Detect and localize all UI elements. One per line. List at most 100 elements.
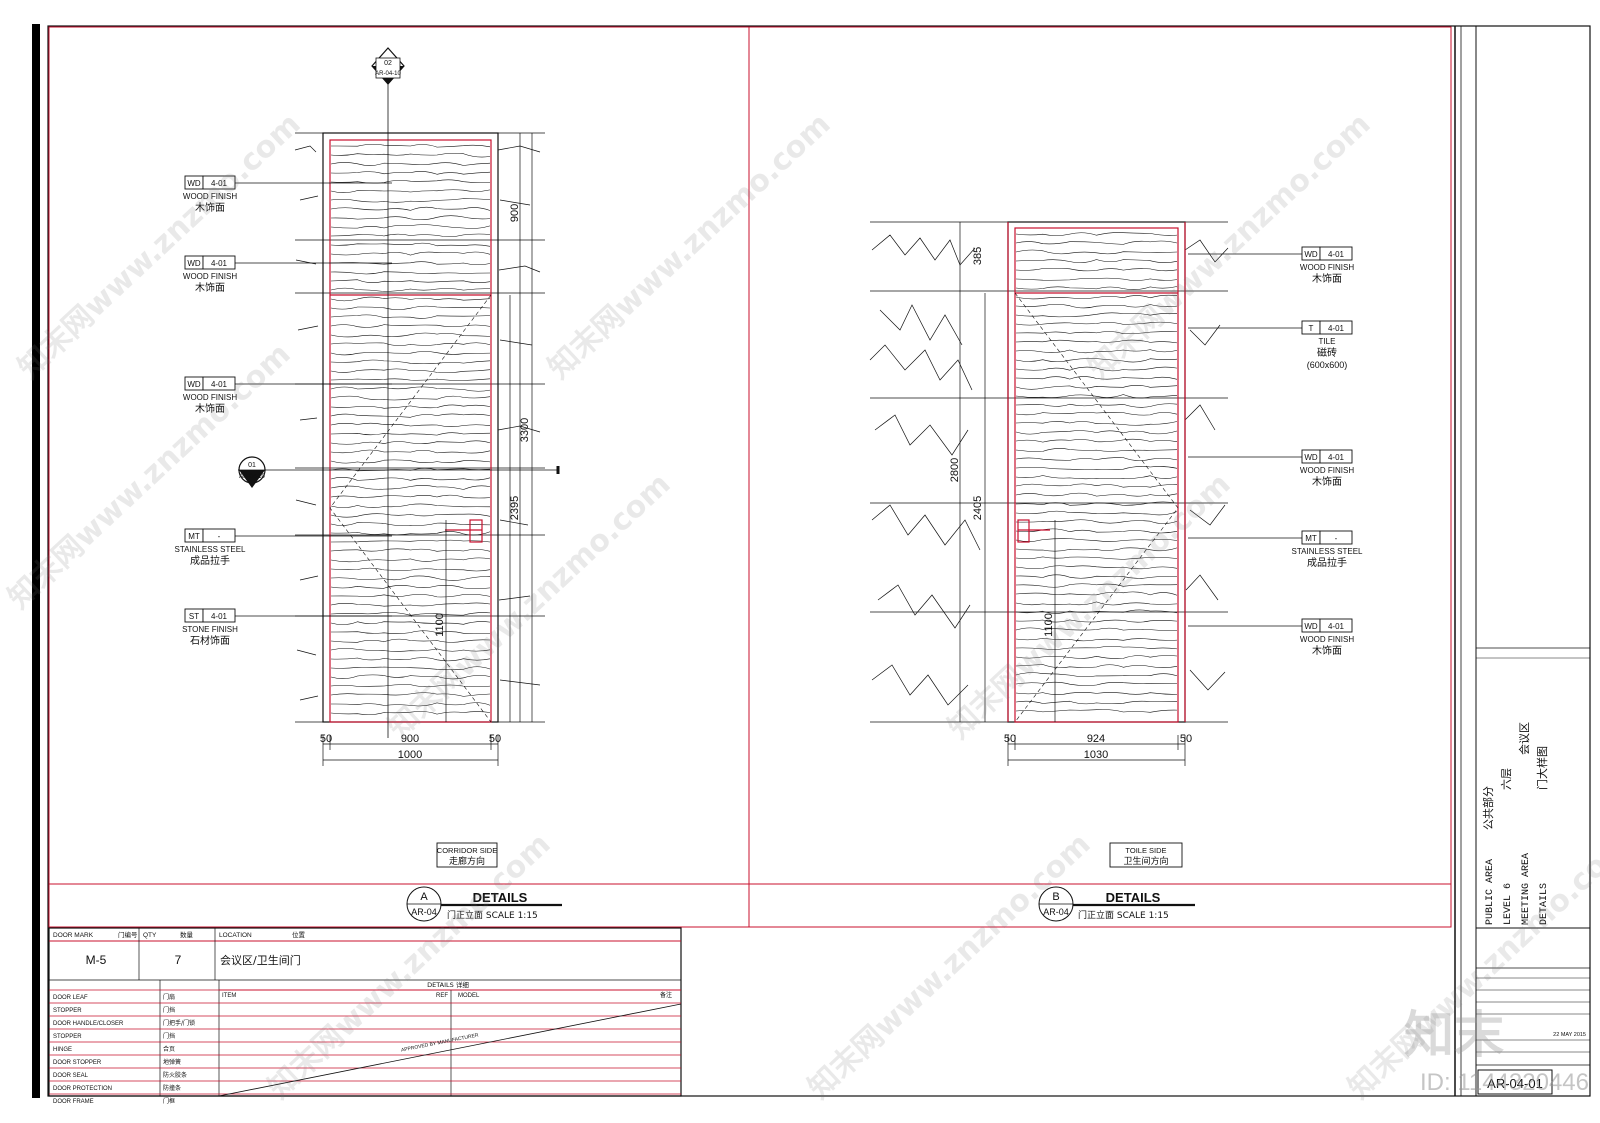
svg-text:01: 01 — [248, 462, 256, 469]
svg-text:木饰面: 木饰面 — [1312, 272, 1342, 285]
svg-text:AR-04: AR-04 — [411, 907, 437, 917]
tb-project-cn-2: 六层 — [1500, 768, 1513, 790]
svg-text:WOOD FINISH: WOOD FINISH — [183, 272, 237, 281]
dim-side-left-a: 50 — [320, 733, 332, 745]
svg-text:ITEM: ITEM — [222, 993, 236, 999]
dim-side-right-b: 50 — [1180, 733, 1192, 745]
dim-side-right-a: 50 — [489, 733, 501, 745]
svg-text:知末网www.znzmo.com: 知末网www.znzmo.com — [802, 827, 1098, 1106]
tb-project-en-1: PUBLIC AREA — [1485, 859, 1496, 925]
schedule-row-cn: 门框 — [163, 1097, 175, 1105]
dim-total-height-a: 3300 — [519, 418, 531, 442]
svg-text:木饰面: 木饰面 — [195, 402, 225, 415]
svg-text:MT: MT — [1305, 534, 1317, 543]
tb-project-cn-3: 会议区 — [1518, 722, 1531, 755]
svg-text:备注: 备注 — [660, 991, 672, 999]
svg-text:WOOD FINISH: WOOD FINISH — [183, 393, 237, 402]
approval-stamp: APPROVED BY MANUFACTURER — [401, 1032, 480, 1053]
schedule-row-en: DOOR STOPPER — [53, 1060, 102, 1066]
watermark-id: ID: 1144320446 — [1420, 1069, 1589, 1096]
svg-text:WOOD FINISH: WOOD FINISH — [1300, 635, 1354, 644]
svg-text:4-01: 4-01 — [211, 612, 228, 621]
svg-text:WD: WD — [187, 259, 201, 268]
side-label-cn-b: 卫生间方向 — [1123, 855, 1168, 867]
tb-project-en-4: DETAILS — [1539, 883, 1550, 925]
schedule-row-en: STOPPER — [53, 1034, 82, 1040]
svg-text:木饰面: 木饰面 — [1312, 644, 1342, 657]
svg-text:木饰面: 木饰面 — [195, 281, 225, 294]
schedule-row-cn: 门挡 — [163, 1006, 175, 1014]
svg-text:WD: WD — [1304, 250, 1318, 259]
svg-text:ST: ST — [189, 612, 199, 621]
dim-side-left-b: 50 — [1004, 733, 1016, 745]
svg-text:DETAILS 详细: DETAILS 详细 — [427, 980, 469, 989]
svg-text:(600x600): (600x600) — [1307, 360, 1348, 370]
svg-text:02: 02 — [384, 60, 392, 67]
svg-text:门编号: 门编号 — [118, 930, 138, 939]
section-marker-top: 02 AR-04-10 — [371, 47, 405, 85]
detail-title-b: B AR-04 DETAILS 门正立面 SCALE 1:15 — [1038, 886, 1195, 922]
side-label-en-b: TOILE SIDE — [1125, 846, 1166, 855]
schedule-row-cn: 门把手/门锁 — [163, 1019, 195, 1027]
tb-project-cn-4: 门大样图 — [1535, 746, 1549, 790]
svg-text:AR-04-10: AR-04-10 — [239, 474, 265, 480]
svg-text:4-01: 4-01 — [1328, 250, 1345, 259]
svg-text:知末网www.znzmo.com: 知末网www.znzmo.com — [382, 467, 678, 746]
dim-door-height-a: 2395 — [509, 496, 521, 520]
svg-text:QTY: QTY — [143, 932, 157, 939]
tb-sheet-number: AR-04-01 — [1487, 1076, 1543, 1091]
svg-text:木饰面: 木饰面 — [195, 201, 225, 214]
svg-text:B: B — [1052, 891, 1059, 903]
svg-text:数量: 数量 — [180, 930, 194, 939]
tb-project-cn-1: 公共部分 — [1481, 786, 1495, 830]
svg-text:A: A — [420, 891, 428, 903]
dim-total-width-b: 1030 — [1084, 749, 1108, 761]
svg-text:AR-04: AR-04 — [1043, 907, 1069, 917]
svg-text:知末网www.znzmo.com: 知末网www.znzmo.com — [542, 107, 838, 386]
schedule-row-cn: 防火胶条 — [163, 1071, 187, 1079]
svg-text:TILE: TILE — [1319, 337, 1336, 346]
svg-text:木饰面: 木饰面 — [1312, 475, 1342, 488]
svg-text:DETAILS: DETAILS — [473, 890, 528, 905]
schedule-row-en: HINGE — [53, 1047, 72, 1053]
dim-total-height-b: 2800 — [949, 458, 961, 482]
tb-project-en-3: MEETING AREA — [1521, 853, 1532, 925]
svg-text:MODEL: MODEL — [458, 993, 480, 999]
svg-text:门正立面 SCALE 1:15: 门正立面 SCALE 1:15 — [447, 909, 538, 921]
elevation-a: 3300 900 2395 1100 50 900 50 1000 02 AR-… — [238, 47, 562, 922]
svg-text:WD: WD — [187, 179, 201, 188]
tb-date: 22 MAY 2015 — [1553, 1032, 1586, 1038]
svg-text:WD: WD — [187, 380, 201, 389]
schedule-row-en: DOOR HANDLE/CLOSER — [53, 1021, 124, 1027]
dim-total-width-a: 1000 — [398, 749, 422, 761]
dim-handle-a: 1100 — [434, 613, 446, 637]
schedule-row-en: DOOR FRAME — [53, 1099, 94, 1105]
elevation-b: 385 2800 2405 1100 50 924 50 1030 TOILE … — [869, 221, 1229, 922]
dim-handle-b: 1100 — [1043, 613, 1055, 637]
svg-text:MT: MT — [188, 532, 200, 541]
svg-text:成品拉手: 成品拉手 — [190, 554, 230, 567]
svg-text:DOOR MARK: DOOR MARK — [53, 932, 94, 939]
svg-text:-: - — [1335, 534, 1338, 543]
watermark-logo: 知末 — [1404, 1006, 1504, 1064]
svg-text:LOCATION: LOCATION — [219, 932, 252, 939]
svg-text:4-01: 4-01 — [211, 259, 228, 268]
svg-text:WD: WD — [1304, 453, 1318, 462]
side-label-cn-a: 走廊方向 — [449, 855, 485, 867]
schedule-row-en: STOPPER — [53, 1008, 82, 1014]
svg-text:成品拉手: 成品拉手 — [1307, 556, 1347, 569]
location-value: 会议区/卫生间门 — [220, 953, 301, 967]
door-mark-value: M-5 — [86, 953, 107, 967]
detail-title-a: A AR-04 DETAILS 门正立面 SCALE 1:15 — [406, 886, 562, 922]
left-binding-bar — [32, 24, 40, 1098]
svg-text:STONE FINISH: STONE FINISH — [182, 625, 238, 634]
schedule-row-cn: 地弹簧 — [163, 1058, 181, 1066]
